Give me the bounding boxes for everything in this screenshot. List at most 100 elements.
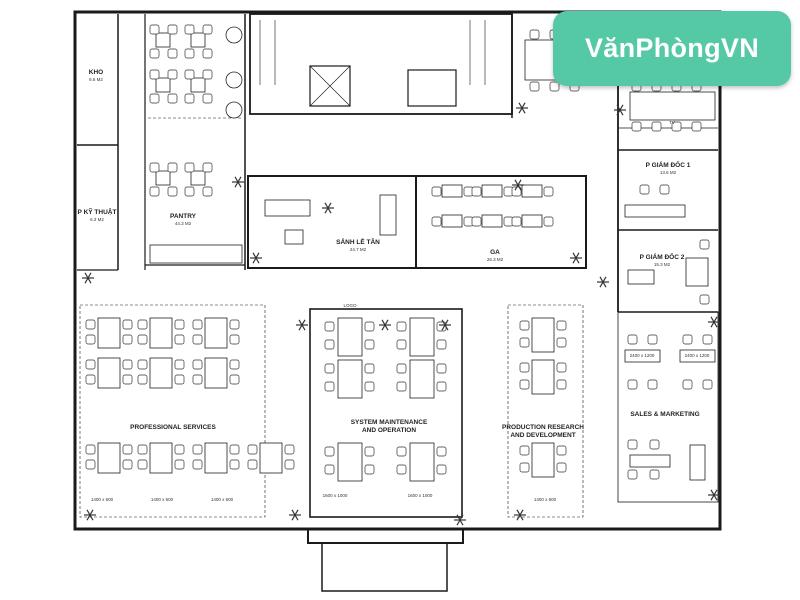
chair: [627, 439, 638, 450]
label-system-line1: SYSTEM MAINTENANCE: [351, 419, 428, 426]
chair: [85, 319, 96, 330]
plant: [517, 184, 522, 191]
chair: [229, 459, 240, 470]
plant: [252, 252, 257, 259]
plant: [516, 514, 521, 521]
plant: [713, 489, 718, 496]
chair: [529, 81, 540, 92]
chair: [122, 319, 133, 330]
label-sanh-le-tan: SẢNH LỄ TÂN: [336, 237, 380, 246]
area-ky-thuat: 6.3 M2: [90, 217, 104, 222]
reception-sofa: [264, 199, 311, 217]
desk: [685, 257, 709, 287]
desk: [149, 357, 173, 389]
chair: [174, 359, 185, 370]
area-giam-doc-1: 13.6 M2: [660, 170, 677, 175]
desk: [204, 442, 228, 474]
chair: [229, 334, 240, 345]
plant: [456, 519, 461, 526]
plant: [298, 319, 303, 326]
label-ga: GA: [490, 249, 500, 256]
plant: [301, 319, 306, 326]
plant: [327, 207, 332, 214]
chair: [364, 339, 375, 350]
chair: [184, 93, 195, 104]
desk: [521, 184, 543, 198]
chair: [556, 462, 567, 473]
chair: [202, 93, 213, 104]
plant: [572, 252, 577, 259]
table: [190, 170, 206, 186]
chair: [396, 446, 407, 457]
chair: [631, 121, 642, 132]
desk: [259, 442, 283, 474]
plant: [255, 257, 260, 264]
plant: [619, 109, 624, 116]
chair: [149, 93, 160, 104]
room-labels: KHO 8.6 M2 P KỸ THUẬT 6.3 M2 PANTRY 44.3…: [78, 69, 710, 502]
chair: [174, 459, 185, 470]
plant: [84, 272, 89, 279]
chair: [543, 186, 554, 197]
desk: [679, 349, 716, 363]
chair: [229, 319, 240, 330]
chair: [229, 374, 240, 385]
desk: [149, 317, 173, 349]
plant: [237, 181, 242, 188]
chair: [184, 48, 195, 59]
chair: [364, 381, 375, 392]
chair: [699, 294, 710, 305]
plant: [444, 324, 449, 331]
chair: [192, 334, 203, 345]
chair: [184, 69, 195, 80]
plant: [521, 107, 526, 114]
chair: [364, 363, 375, 374]
plant: [301, 324, 306, 331]
chair: [529, 29, 540, 40]
chair: [174, 374, 185, 385]
desk: [441, 184, 463, 198]
chair: [167, 186, 178, 197]
chair: [396, 363, 407, 374]
area-giam-doc-2: 15.3 M2: [654, 262, 671, 267]
plant: [575, 252, 580, 259]
desk-size-5: 1600 x 1000: [408, 493, 433, 498]
chair: [122, 359, 133, 370]
chair: [149, 186, 160, 197]
desk: [481, 214, 503, 228]
plant: [384, 319, 389, 326]
chair: [682, 334, 693, 345]
chair: [396, 464, 407, 475]
chair: [149, 162, 160, 173]
area-ga: 26.3 M2: [487, 257, 504, 262]
round-table: [225, 101, 243, 119]
desk: [689, 444, 706, 481]
chair: [229, 444, 240, 455]
chair: [671, 121, 682, 132]
chair: [639, 184, 650, 195]
chair: [556, 337, 567, 348]
plant: [616, 104, 621, 111]
plant: [87, 272, 92, 279]
chair: [519, 320, 530, 331]
plant: [521, 102, 526, 109]
plant: [710, 489, 715, 496]
chair: [174, 444, 185, 455]
chair: [649, 469, 660, 480]
label-kho: KHO: [89, 69, 103, 76]
chair: [324, 363, 335, 374]
plant: [86, 514, 91, 521]
chair: [702, 379, 713, 390]
chair: [324, 339, 335, 350]
chair: [324, 381, 335, 392]
desk: [441, 214, 463, 228]
desk: [97, 317, 121, 349]
desk: [481, 184, 503, 198]
desk: [409, 317, 435, 357]
desk: [624, 349, 661, 363]
plant: [459, 519, 464, 526]
desk: [97, 357, 121, 389]
chair: [122, 374, 133, 385]
plant: [327, 202, 332, 209]
plant: [518, 107, 523, 114]
